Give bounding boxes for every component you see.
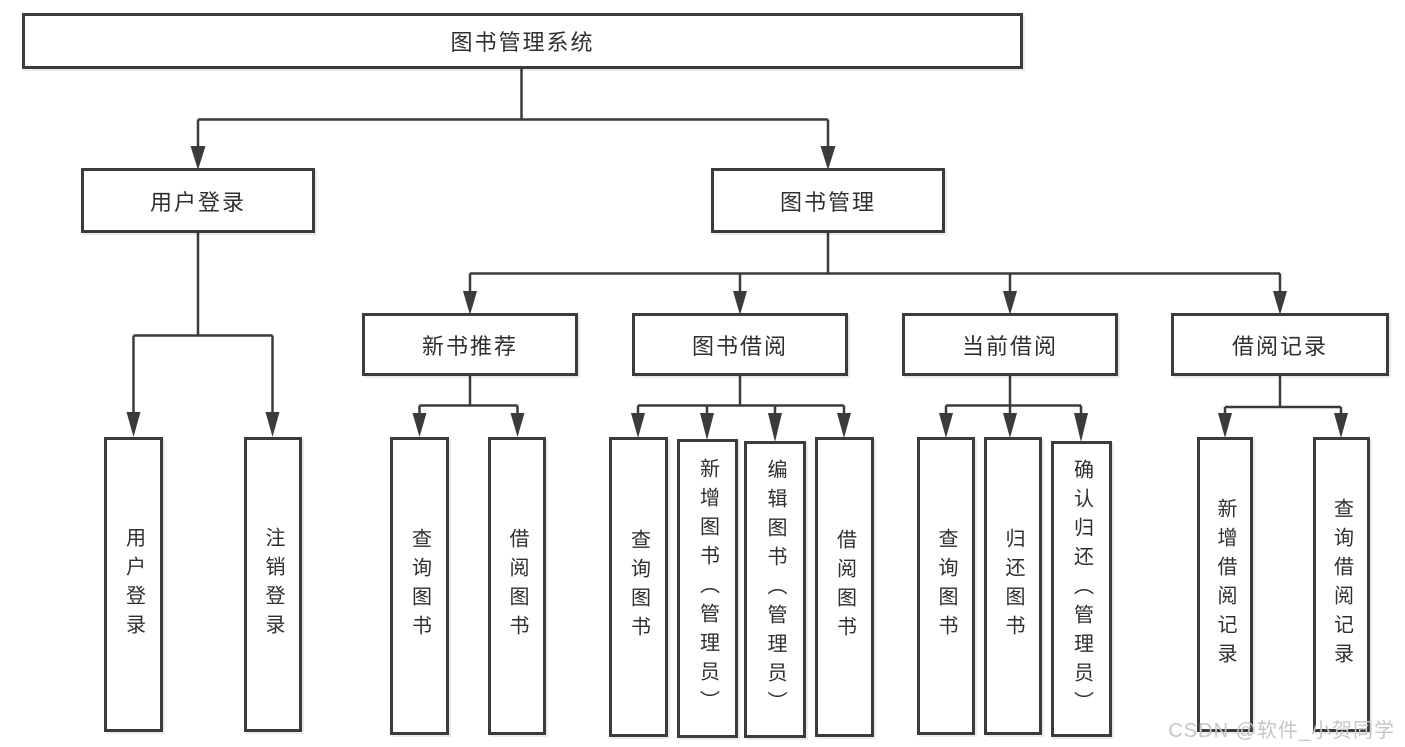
wire-book-borrow-children <box>636 376 846 415</box>
leaf-label: 编辑图书（管理员） <box>764 459 786 720</box>
wire-borrow-record-children <box>1223 376 1343 415</box>
leaf-label: 注销登录 <box>262 526 284 643</box>
leaf-confirm-return-admin: 确认归还（管理员） <box>1051 441 1112 737</box>
wire-book-management-modules <box>468 233 1282 293</box>
leaf-label: 新增图书（管理员） <box>696 458 719 719</box>
node-new-book-recommend: 新书推荐 <box>362 313 578 376</box>
node-borrow-record: 借阅记录 <box>1171 313 1389 376</box>
arrowheads-new-book-children <box>412 413 525 437</box>
leaf-edit-book-admin: 编辑图书（管理员） <box>744 441 806 738</box>
leaf-add-borrow-record: 新增借阅记录 <box>1197 437 1253 732</box>
wire-user-login-children <box>132 233 274 414</box>
leaf-query-borrow-record: 查询借阅记录 <box>1313 437 1370 732</box>
leaf-label: 查询图书 <box>408 528 431 644</box>
node-user-login: 用户登录 <box>81 168 315 233</box>
arrowheads-user-login-children <box>126 412 280 437</box>
wire-root-to-level2 <box>196 68 830 148</box>
node-current-borrow: 当前借阅 <box>902 313 1118 376</box>
leaf-label: 确认归还（管理员） <box>1070 458 1093 720</box>
leaf-label: 查询图书 <box>627 529 650 645</box>
arrowheads-borrow-record-children <box>1218 413 1348 438</box>
leaf-query-book-2: 查询图书 <box>609 437 668 737</box>
node-label: 新书推荐 <box>421 333 518 359</box>
arrowheads-modules <box>463 291 1287 315</box>
leaf-return-book: 归还图书 <box>984 437 1042 735</box>
node-label: 用户登录 <box>149 189 246 215</box>
leaf-user-login: 用户登录 <box>104 437 163 732</box>
leaf-borrow-book-2: 借阅图书 <box>815 437 874 737</box>
node-label: 借阅记录 <box>1231 333 1328 359</box>
leaf-query-book-3: 查询图书 <box>917 437 975 735</box>
node-label: 图书管理系统 <box>450 30 595 55</box>
node-book-borrow: 图书借阅 <box>632 313 848 376</box>
leaf-label: 新增借阅记录 <box>1214 497 1236 672</box>
node-label: 图书借阅 <box>691 333 788 359</box>
arrowheads-book-borrow-children <box>631 413 851 442</box>
leaf-label: 查询图书 <box>935 528 957 644</box>
arrowheads-current-borrow-children <box>939 413 1088 442</box>
leaf-label: 用户登录 <box>122 526 145 643</box>
node-book-management: 图书管理 <box>711 168 945 233</box>
node-root-library-system: 图书管理系统 <box>22 13 1023 69</box>
leaf-label: 归还图书 <box>1002 528 1024 644</box>
node-label: 图书管理 <box>779 189 876 215</box>
leaf-add-book-admin: 新增图书（管理员） <box>677 439 738 738</box>
wire-current-borrow-children <box>944 376 1083 415</box>
leaf-label: 查询借阅记录 <box>1330 497 1353 672</box>
leaf-label: 借阅图书 <box>833 529 856 645</box>
leaf-logout: 注销登录 <box>244 437 302 732</box>
arrowheads-level2 <box>190 146 836 170</box>
node-label: 当前借阅 <box>961 333 1058 359</box>
leaf-borrow-book-1: 借阅图书 <box>488 437 546 735</box>
leaf-query-book-1: 查询图书 <box>390 437 449 735</box>
csdn-watermark: CSDN @软件_小贺同学 <box>1168 720 1395 742</box>
wire-new-book-children <box>418 376 519 415</box>
leaf-label: 借阅图书 <box>506 528 528 644</box>
